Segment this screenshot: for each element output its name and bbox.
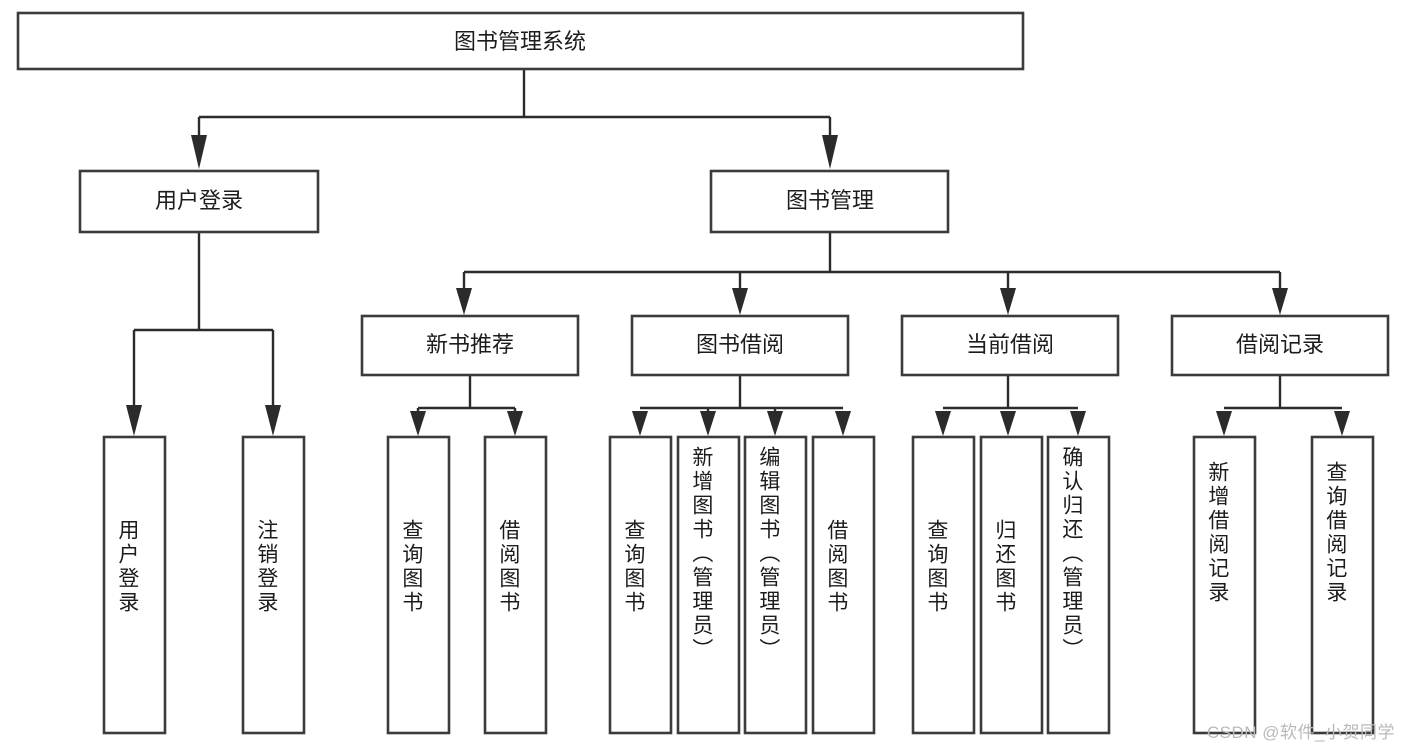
edge-group-newbook-to-leaves bbox=[410, 375, 523, 436]
arrow-to-book-borrow bbox=[732, 288, 748, 315]
leaf-edit-book-box[interactable] bbox=[743, 435, 808, 735]
edge-group-currentborrow-to-leaves bbox=[935, 375, 1086, 436]
edge-group-bookborrow-to-leaves bbox=[632, 375, 851, 436]
arrow-to-book-manage bbox=[822, 135, 838, 169]
edge-group-userlogin-to-leaves bbox=[126, 232, 281, 436]
node-new-book-recommend-label: 新书推荐 bbox=[426, 332, 514, 357]
node-book-manage[interactable]: 图书管理 bbox=[709, 169, 950, 234]
node-new-book-recommend[interactable]: 新书推荐 bbox=[360, 314, 580, 377]
arrow-to-new-book-recommend bbox=[456, 288, 472, 315]
edge-group-bookmanage-to-level3 bbox=[456, 232, 1288, 315]
node-borrow-record-box[interactable] bbox=[1170, 314, 1390, 377]
node-root-label: 图书管理系统 bbox=[454, 29, 586, 54]
node-book-manage-box[interactable] bbox=[709, 169, 950, 234]
leaf-boxes bbox=[102, 435, 1375, 735]
node-book-borrow-box[interactable] bbox=[630, 314, 850, 377]
arrow-to-leaf-return-book bbox=[1000, 411, 1016, 436]
node-borrow-record[interactable]: 借阅记录 bbox=[1170, 314, 1390, 377]
node-current-borrow-box[interactable] bbox=[900, 314, 1120, 377]
arrow-to-leaf-edit-book bbox=[767, 411, 783, 436]
leaf-query-book-2-box[interactable] bbox=[608, 435, 673, 735]
node-user-login-box[interactable] bbox=[78, 169, 320, 234]
leaf-query-book-3-box[interactable] bbox=[911, 435, 976, 735]
arrow-to-leaf-user-logout bbox=[265, 405, 281, 436]
leaf-borrow-book-2-box[interactable] bbox=[811, 435, 876, 735]
arrow-to-current-borrow bbox=[1000, 288, 1016, 315]
node-book-manage-label: 图书管理 bbox=[786, 188, 874, 213]
arrow-to-leaf-query-book-3 bbox=[935, 411, 951, 436]
node-borrow-record-label: 借阅记录 bbox=[1236, 332, 1324, 357]
node-user-login[interactable]: 用户登录 bbox=[78, 169, 320, 234]
leaf-add-book-box[interactable] bbox=[676, 435, 741, 735]
arrow-to-leaf-add-book bbox=[700, 411, 716, 436]
arrow-to-leaf-query-record bbox=[1334, 411, 1350, 436]
node-root-box[interactable] bbox=[16, 11, 1025, 71]
leaf-add-record-box[interactable] bbox=[1192, 435, 1257, 735]
node-current-borrow-label: 当前借阅 bbox=[966, 332, 1054, 357]
leaf-query-record-box[interactable] bbox=[1310, 435, 1375, 735]
node-root[interactable]: 图书管理系统 bbox=[16, 11, 1025, 71]
node-current-borrow[interactable]: 当前借阅 bbox=[900, 314, 1120, 377]
arrow-to-borrow-record bbox=[1272, 288, 1288, 315]
edge-group-borrowrecord-to-leaves bbox=[1216, 375, 1350, 436]
arrow-to-leaf-confirm-return bbox=[1070, 411, 1086, 436]
leaf-query-book-1-box[interactable] bbox=[386, 435, 451, 735]
arrow-to-leaf-add-record bbox=[1216, 411, 1232, 436]
edge-group-root-to-level2 bbox=[191, 69, 838, 169]
leaf-user-login-box[interactable] bbox=[102, 435, 167, 735]
leaf-user-logout-box[interactable] bbox=[241, 435, 306, 735]
arrow-to-leaf-user-login bbox=[126, 405, 142, 436]
node-book-borrow-label: 图书借阅 bbox=[696, 332, 784, 357]
leaf-return-book-box[interactable] bbox=[979, 435, 1044, 735]
watermark-text: CSDN @软件_小贺同学 bbox=[1206, 723, 1395, 742]
leaf-borrow-book-1-box[interactable] bbox=[483, 435, 548, 735]
node-book-borrow[interactable]: 图书借阅 bbox=[630, 314, 850, 377]
arrow-to-user-login bbox=[191, 135, 207, 169]
arrow-to-leaf-borrow-book-1 bbox=[507, 411, 523, 436]
arrow-to-leaf-query-book-1 bbox=[410, 411, 426, 436]
leaf-confirm-return-box[interactable] bbox=[1046, 435, 1111, 735]
arrow-to-leaf-borrow-book-2 bbox=[835, 411, 851, 436]
node-new-book-recommend-box[interactable] bbox=[360, 314, 580, 377]
node-user-login-label: 用户登录 bbox=[155, 188, 243, 213]
arrow-to-leaf-query-book-2 bbox=[632, 411, 648, 436]
